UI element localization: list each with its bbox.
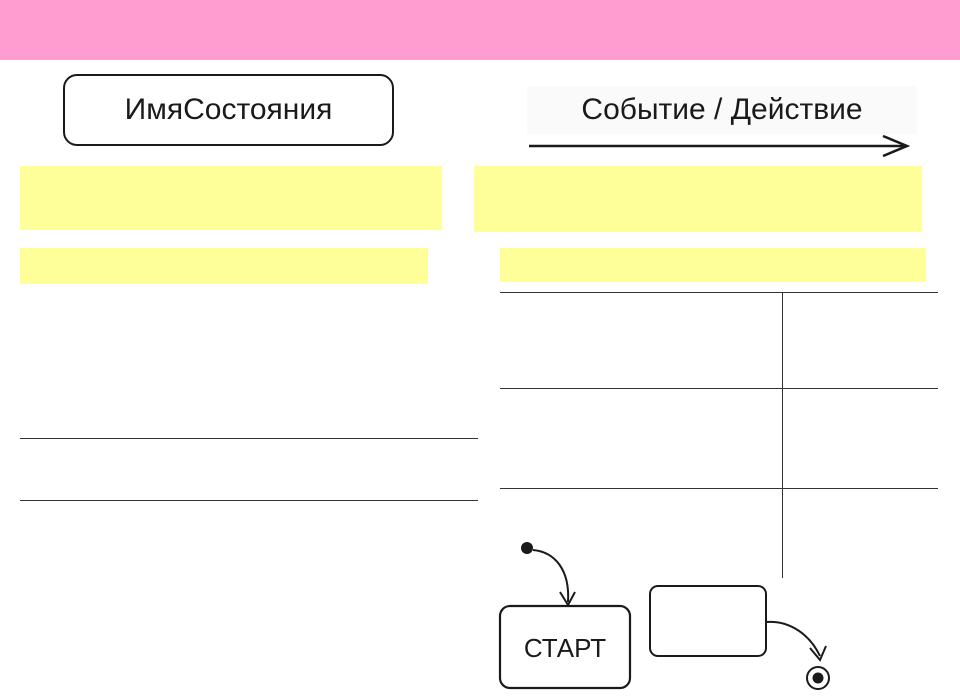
transition-label-text: Событие / Действие — [581, 93, 863, 126]
table-line-3 — [500, 488, 938, 489]
header-band — [0, 0, 960, 60]
table-line-top — [500, 292, 938, 293]
table-line-2 — [500, 388, 938, 389]
state-notation-box: ИмяСостояния — [63, 74, 394, 146]
start-state-label-text: СТАРТ — [523, 632, 607, 663]
start-state-box — [498, 604, 632, 690]
highlight-bar-2 — [474, 166, 922, 232]
table-column-divider — [782, 292, 783, 578]
start-state-label: СТАРТ — [500, 608, 630, 688]
second-state-box — [649, 585, 767, 657]
transition-arrow-icon — [529, 134, 911, 158]
highlight-bar-4 — [500, 248, 926, 282]
transition-label: Событие / Действие — [527, 86, 917, 134]
left-divider-1 — [20, 438, 478, 439]
state-name-label: ИмяСостояния — [124, 93, 333, 126]
highlight-bar-1 — [20, 166, 442, 230]
highlight-bar-3 — [20, 248, 428, 284]
left-divider-2 — [20, 500, 478, 501]
initial-state-icon — [521, 542, 533, 554]
mini-state-diagram — [498, 542, 830, 690]
